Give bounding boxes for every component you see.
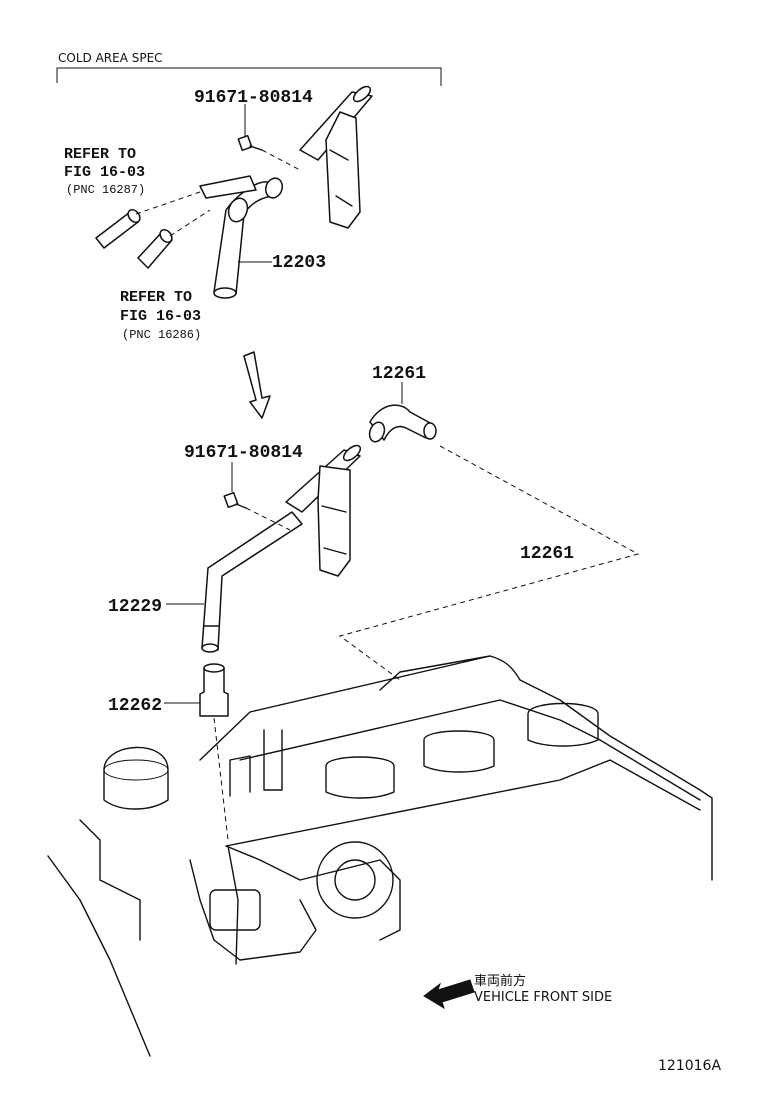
- ref-16286-line3: (PNC 16286): [122, 328, 201, 342]
- cold-area-spec-section: COLD AREA SPEC: [56, 51, 442, 86]
- head-cover-outline: [199, 655, 713, 881]
- grommet-body: [199, 667, 229, 717]
- assembly-12261-dash: [338, 445, 640, 681]
- grommet-12262: [164, 663, 229, 841]
- hose-12261-small: [368, 382, 437, 443]
- side-pipe: [199, 175, 257, 199]
- label-hose-12261-small: 12261: [372, 364, 426, 384]
- top-pipe-assembly: [95, 85, 373, 299]
- label-grommet-12262: 12262: [108, 696, 162, 716]
- ref-16286: REFER TO FIG 16-03 (PNC 16286): [120, 289, 201, 342]
- plug-well-3: [423, 730, 495, 773]
- hose-12203-clamp: [227, 197, 249, 223]
- hose-12203-end: [213, 287, 237, 299]
- direction-en-label: VEHICLE FRONT SIDE: [474, 990, 612, 1005]
- pipe-12229-body: [201, 511, 303, 651]
- middle-bracket: [317, 465, 351, 577]
- grommet-dash: [213, 717, 229, 841]
- bolt-top-icon: [237, 134, 301, 171]
- label-hose-12203: 12203: [272, 253, 326, 273]
- label-bolt-lower: 91671-80814: [184, 443, 303, 463]
- hose-12261-end-b: [423, 422, 437, 440]
- ref-16287-line2: FIG 16-03: [64, 164, 145, 181]
- throttle-body: [316, 841, 394, 919]
- pcv-port: [227, 845, 239, 965]
- head-cover-ridge: [239, 699, 701, 801]
- intake-detail: [209, 889, 261, 931]
- middle-pipe-assembly: [166, 444, 362, 653]
- pipe-joint: [264, 177, 284, 199]
- plug-well-2: [325, 756, 395, 799]
- ref-16287: REFER TO FIG 16-03 (PNC 16287): [64, 146, 145, 197]
- head-cover-lower-edge: [225, 759, 701, 847]
- intake-stub: [229, 755, 251, 797]
- ref-16286-line1: REFER TO: [120, 289, 192, 306]
- plug-well-4: [527, 702, 599, 747]
- engine-block: [47, 655, 713, 1057]
- middle-bracket-detail: [321, 505, 347, 555]
- hose-12261-end-a: [368, 421, 386, 443]
- upper-bracket: [325, 111, 361, 229]
- front-direction-arrow-icon: [423, 979, 475, 1010]
- oil-filler-cap-top: [103, 759, 169, 781]
- front-outline: [47, 819, 151, 1057]
- throttle-outline: [225, 845, 401, 941]
- vehicle-front-indicator: 車両前方 VEHICLE FRONT SIDE: [423, 973, 612, 1010]
- cold-area-spec-bracket: [56, 67, 442, 86]
- label-hose-12261-assembly: 12261: [520, 544, 574, 564]
- hose-12203-body: [213, 181, 277, 295]
- ref-16287-line3: (PNC 16287): [66, 183, 145, 197]
- ref-hose-16287-end: [127, 208, 141, 224]
- figure-code: 121016A: [658, 1058, 721, 1074]
- bolt-lower-icon: [223, 491, 291, 531]
- intake-outline: [189, 859, 317, 961]
- grommet-top: [203, 663, 225, 673]
- throttle-bore: [334, 859, 376, 901]
- upper-pipe-end: [352, 85, 372, 103]
- ref-hose-16286-end: [159, 228, 173, 244]
- ref-dash-lines: [135, 191, 211, 237]
- direction-jp-label: 車両前方: [474, 973, 526, 989]
- upper-bracket-detail: [329, 149, 353, 207]
- transition-arrow-icon: [243, 351, 271, 419]
- label-pipe-12229: 12229: [108, 597, 162, 617]
- ref-16286-line2: FIG 16-03: [120, 308, 201, 325]
- middle-pipe-end: [342, 444, 362, 462]
- oil-filler-cap: [103, 746, 169, 810]
- intake-stub-2: [263, 729, 283, 791]
- cold-area-spec-label: COLD AREA SPEC: [58, 51, 163, 65]
- label-bolt-top: 91671-80814: [194, 88, 313, 108]
- pipe-12229-end: [201, 643, 219, 653]
- ref-16287-line1: REFER TO: [64, 146, 136, 163]
